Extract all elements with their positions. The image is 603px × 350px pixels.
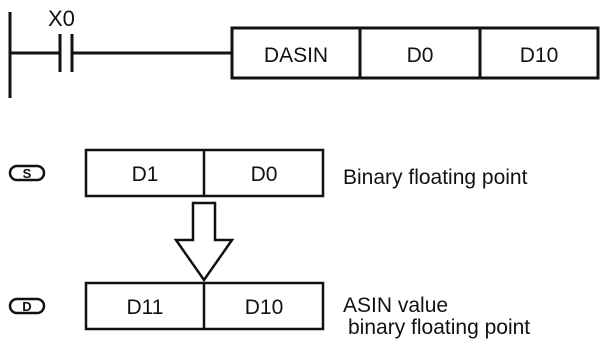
source-badge: S: [8, 164, 46, 182]
source-badge-label: S: [23, 166, 32, 181]
destination-badge: D: [8, 297, 46, 315]
destination-row: D D11 D10 ASIN value binary floating poi…: [8, 281, 530, 339]
destination-low-word: D10: [245, 296, 284, 319]
instruction-mnemonic: DASIN: [264, 44, 328, 67]
source-high-word: D1: [132, 163, 159, 186]
source-register-box: D1 D0: [84, 148, 325, 198]
instruction-box: DASIN D0 D10: [230, 26, 600, 80]
contact-label: X0: [48, 6, 75, 31]
destination-description-line-2: binary floating point: [348, 316, 530, 339]
down-arrow-icon: [173, 201, 235, 283]
destination-high-word: D11: [127, 296, 164, 319]
destination-register-box: D11 D10: [84, 281, 325, 331]
destination-description-line-1: ASIN value: [343, 294, 448, 317]
source-description: Binary floating point: [343, 166, 528, 189]
instruction-operand-2: D10: [520, 44, 559, 67]
destination-badge-label: D: [22, 299, 31, 314]
ladder-rung: X0 DASIN D0 D10: [8, 6, 600, 98]
contact-x0: [58, 34, 74, 72]
source-low-word: D0: [251, 163, 278, 186]
instruction-operand-1: D0: [407, 44, 434, 67]
source-row: S D1 D0 Binary floating point: [8, 148, 528, 198]
